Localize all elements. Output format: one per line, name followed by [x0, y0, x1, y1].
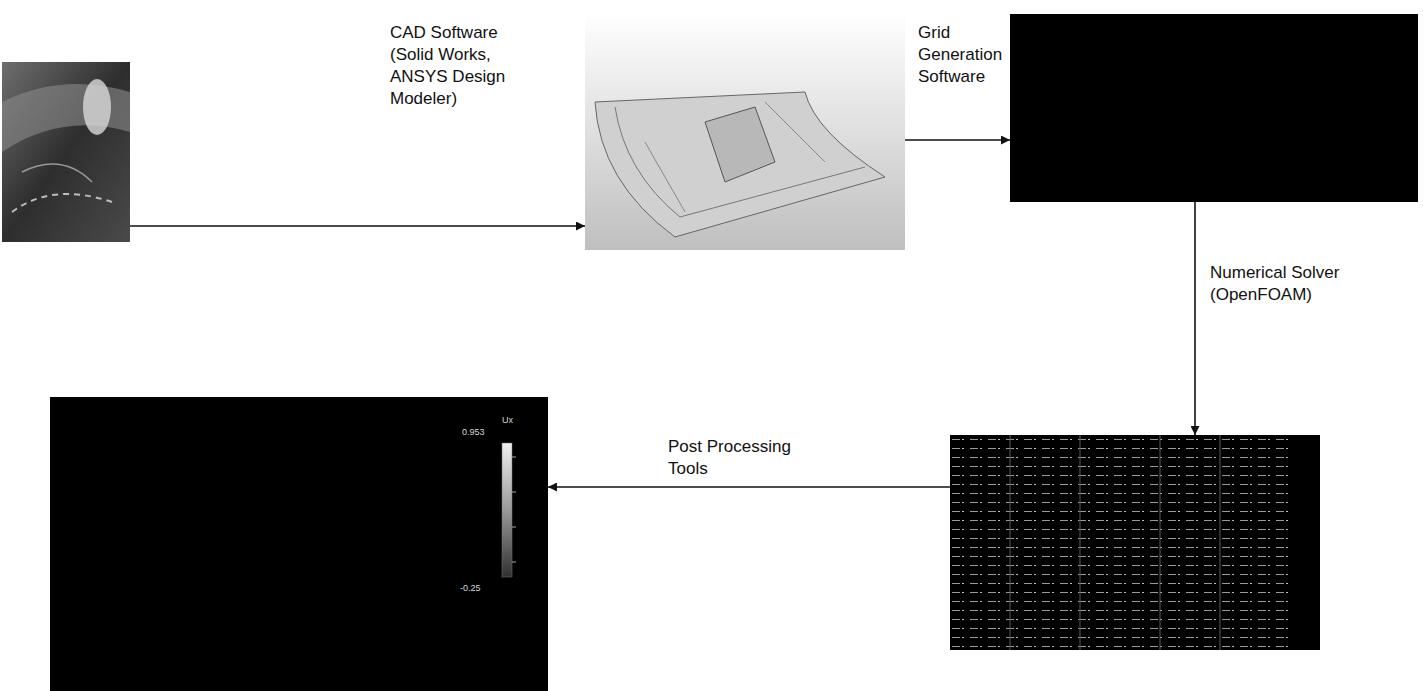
flow-arrow — [905, 139, 1010, 141]
colorbar-label: -0.25 — [460, 583, 481, 593]
panel-illustration — [1010, 14, 1418, 202]
flow-arrow — [1194, 202, 1196, 435]
mesh-panel — [1010, 14, 1418, 202]
flow-arrow — [548, 486, 950, 488]
solver-output-panel — [950, 435, 1320, 650]
cad-model-panel — [585, 12, 905, 250]
panel-illustration — [585, 12, 905, 250]
photo-panel — [2, 62, 130, 242]
panel-illustration — [950, 435, 1320, 650]
step-label: Post Processing Tools — [668, 436, 798, 480]
colorbar-label: 0.953 — [462, 427, 485, 437]
flow-arrow — [130, 225, 585, 227]
panel-illustration — [2, 62, 130, 242]
step-label: Grid Generation Software — [918, 22, 1008, 88]
step-label: Numerical Solver (OpenFOAM) — [1210, 262, 1360, 306]
colorbar-label: Ux — [502, 415, 513, 425]
panel-illustration — [50, 397, 548, 691]
step-label: CAD Software (Solid Works, ANSYS Design … — [390, 22, 540, 110]
result-panel: 0.953 Ux -0.25 — [50, 397, 548, 691]
